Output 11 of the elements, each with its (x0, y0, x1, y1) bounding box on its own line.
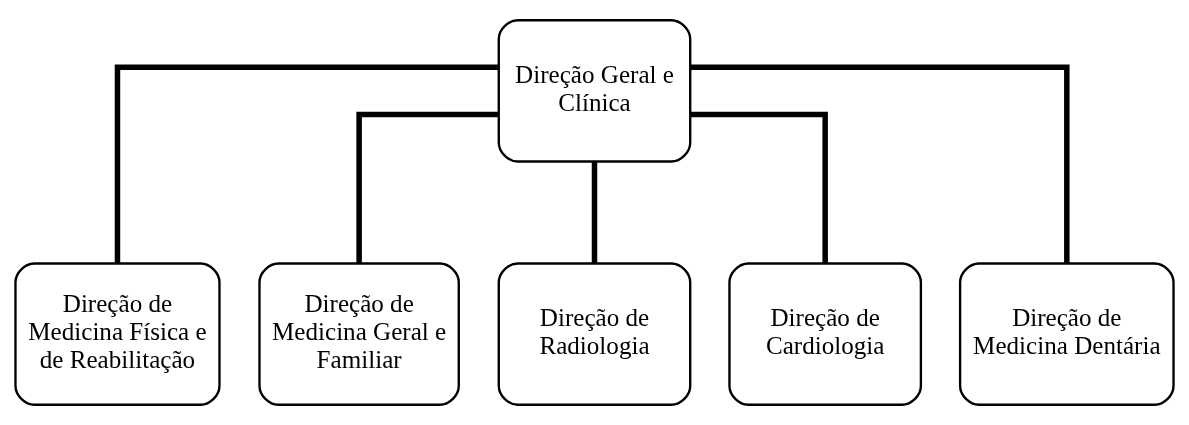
node-box: Direção de Cardiologia (728, 262, 923, 406)
connector (114, 64, 499, 264)
node-box: Direção Geral e Clínica (497, 19, 692, 163)
connector (690, 111, 828, 264)
node-box: Direção de Medicina Dentária (958, 262, 1175, 406)
node-box: Direção de Medicina Geral e Familiar (258, 262, 460, 406)
connector (690, 64, 1070, 264)
node-box: Direção de Medicina Física e de Reabilitação (14, 262, 221, 406)
node-box: Direção de Radiologia (497, 262, 692, 406)
connector (591, 161, 598, 264)
connector (356, 111, 499, 264)
